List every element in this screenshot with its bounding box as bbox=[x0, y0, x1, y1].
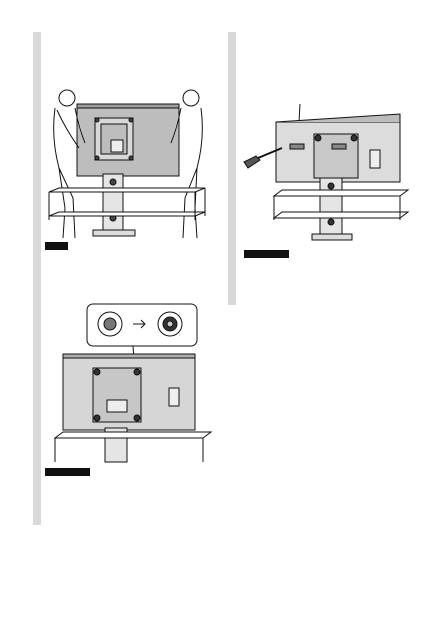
lift-tv-figure bbox=[45, 88, 210, 243]
bolt-hole-closeup-illustration bbox=[53, 303, 213, 463]
left-step-bar bbox=[33, 32, 41, 525]
figure-label-block-1 bbox=[45, 242, 68, 250]
right-step-bar bbox=[228, 32, 236, 305]
bolt-hole-figure bbox=[45, 300, 215, 465]
two-people-lifting-tv-illustration bbox=[48, 89, 206, 239]
figure-label-block-3 bbox=[244, 250, 289, 258]
figure-label-block-2 bbox=[45, 468, 90, 476]
screwdriver-bracket-illustration bbox=[243, 103, 410, 241]
screw-bracket-figure bbox=[240, 100, 410, 245]
